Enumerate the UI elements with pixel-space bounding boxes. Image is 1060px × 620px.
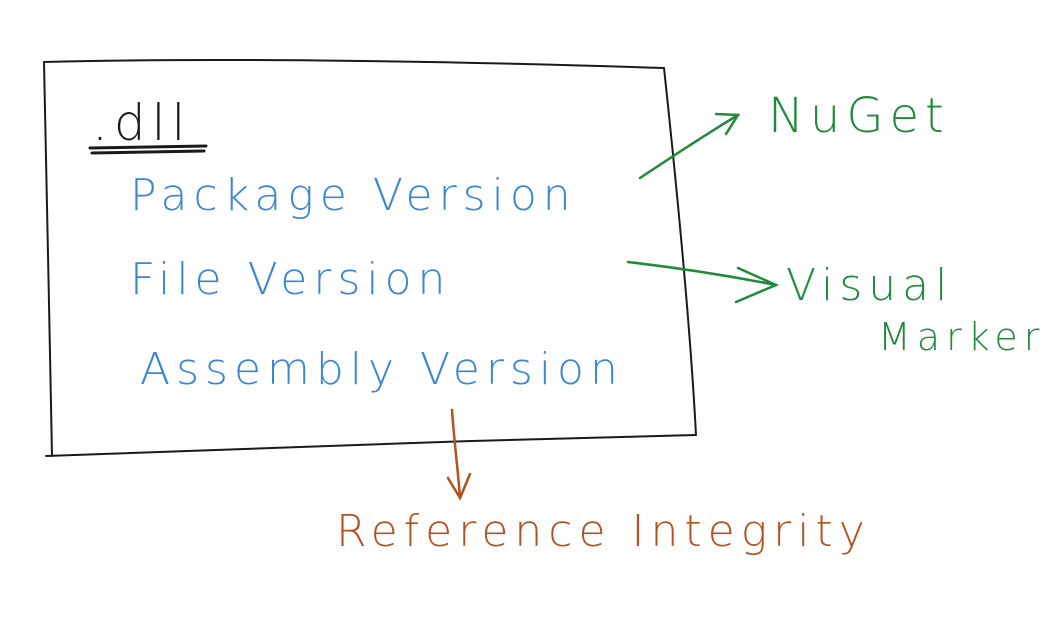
arrow-to-visual-marker: [626, 260, 780, 304]
file-version-label: File Version: [130, 254, 451, 305]
title-underline: [88, 144, 208, 155]
nuget-label: NuGet: [768, 88, 950, 144]
box-right-edge: [663, 67, 697, 436]
box-left-edge: [43, 61, 53, 457]
dll-box: [43, 59, 697, 457]
marker-label: Marker: [878, 315, 1045, 359]
visual-label: Visual: [786, 260, 953, 311]
arrow-to-reference-integrity: [446, 408, 472, 501]
box-title: .dll: [92, 94, 191, 152]
box-top-edge: [43, 59, 665, 69]
reference-integrity-label: Reference Integrity: [336, 506, 871, 557]
package-version-label: Package Version: [130, 170, 577, 221]
box-bottom-edge: [45, 434, 697, 457]
assembly-version-label: Assembly Version: [140, 344, 624, 395]
arrow-to-nuget: [638, 112, 741, 180]
